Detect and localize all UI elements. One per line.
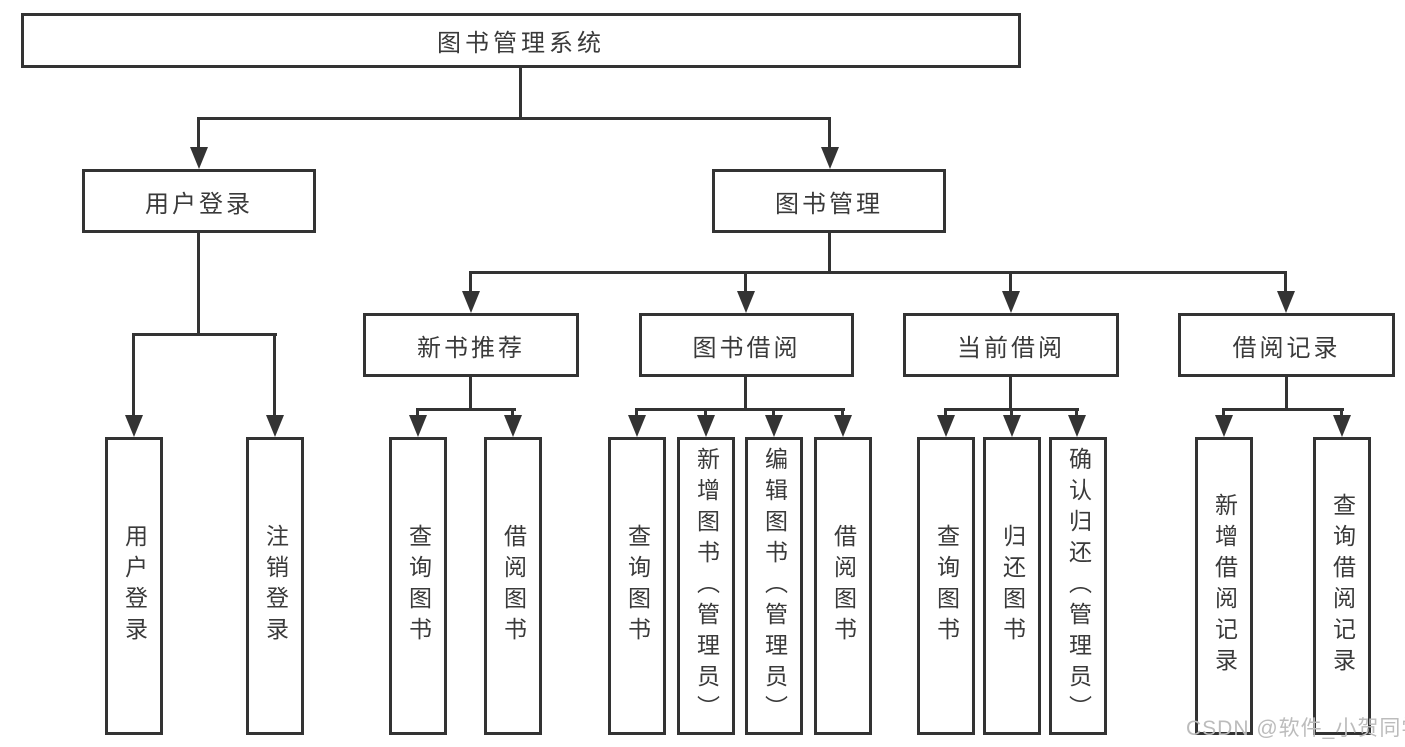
connector-arrow-shaft [416, 408, 419, 420]
leaf-add-borrow-record: 新增借阅记录 [1195, 437, 1253, 735]
connector-arrow-shaft [273, 333, 276, 417]
connector-recommend-rail [416, 408, 516, 411]
connector-arrow-shaft [1222, 408, 1225, 420]
connector-arrow-shaft [1340, 408, 1343, 420]
connector-records-stub [1285, 377, 1288, 410]
leaf-return-book: 归还图书 [983, 437, 1041, 735]
connector-borrow-rail [635, 408, 845, 411]
leaf-edit-book-admin: 编辑图书（管理员） [745, 437, 803, 735]
leaf-query-books-current: 查询图书 [917, 437, 975, 735]
arrow-down-icon [1333, 415, 1351, 437]
connector-arrow-shaft [744, 271, 747, 294]
connector-arrow-shaft [511, 408, 514, 420]
arrow-down-icon [190, 147, 208, 169]
leaf-confirm-return-admin: 确认归还（管理员） [1049, 437, 1107, 735]
connector-level2-rail [197, 117, 831, 120]
node-new-book-recommend: 新书推荐 [363, 313, 579, 377]
arrow-down-icon [1002, 291, 1020, 313]
connector-records-rail [1222, 408, 1344, 411]
connector-current-stub [1009, 377, 1012, 410]
connector-arrow-shaft [1075, 408, 1078, 420]
connector-arrow-shaft [704, 408, 707, 420]
arrow-down-icon [125, 415, 143, 437]
arrow-down-icon [628, 415, 646, 437]
arrow-down-icon [737, 291, 755, 313]
leaf-query-borrow-record: 查询借阅记录 [1313, 437, 1371, 735]
connector-arrow-shaft [132, 333, 135, 417]
arrow-down-icon [765, 415, 783, 437]
connector-arrow-shaft [469, 271, 472, 294]
leaf-user-login: 用户登录 [105, 437, 163, 735]
node-current-borrow: 当前借阅 [903, 313, 1119, 377]
connector-arrow-shaft [944, 408, 947, 420]
node-book-borrow: 图书借阅 [639, 313, 854, 377]
connector-arrow-shaft [1010, 408, 1013, 420]
connector-root-stub [519, 68, 522, 119]
node-user-login: 用户登录 [82, 169, 316, 233]
leaf-borrow-book-recommend: 借阅图书 [484, 437, 542, 735]
connector-arrow-shaft [772, 408, 775, 420]
arrow-down-icon [1068, 415, 1086, 437]
node-book-management: 图书管理 [712, 169, 946, 233]
arrow-down-icon [1215, 415, 1233, 437]
arrow-down-icon [821, 147, 839, 169]
connector-borrow-stub [744, 377, 747, 410]
connector-arrow-shaft [1009, 271, 1012, 294]
connector-arrow-shaft [1284, 271, 1287, 294]
leaf-logout: 注销登录 [246, 437, 304, 735]
connector-login-rail [132, 333, 277, 336]
connector-recommend-stub [469, 377, 472, 410]
arrow-down-icon [1003, 415, 1021, 437]
connector-arrow-shaft [841, 408, 844, 420]
arrow-down-icon [462, 291, 480, 313]
connector-arrow-shaft [197, 117, 200, 150]
arrow-down-icon [834, 415, 852, 437]
connector-login-stub [197, 233, 200, 335]
watermark-text: CSDN @软件_小贺同学 [1186, 717, 1405, 740]
leaf-add-book-admin: 新增图书（管理员） [677, 437, 735, 735]
arrow-down-icon [409, 415, 427, 437]
connector-level3-rail [469, 271, 1287, 274]
arrow-down-icon [937, 415, 955, 437]
connector-arrow-shaft [635, 408, 638, 420]
leaf-query-books-recommend: 查询图书 [389, 437, 447, 735]
arrow-down-icon [266, 415, 284, 437]
connector-arrow-shaft [828, 117, 831, 150]
arrow-down-icon [504, 415, 522, 437]
arrow-down-icon [697, 415, 715, 437]
arrow-down-icon [1277, 291, 1295, 313]
node-borrow-records: 借阅记录 [1178, 313, 1395, 377]
leaf-query-books-borrow: 查询图书 [608, 437, 666, 735]
leaf-borrow-book: 借阅图书 [814, 437, 872, 735]
node-library-system: 图书管理系统 [21, 13, 1021, 68]
connector-mgmt-stub [828, 233, 831, 273]
